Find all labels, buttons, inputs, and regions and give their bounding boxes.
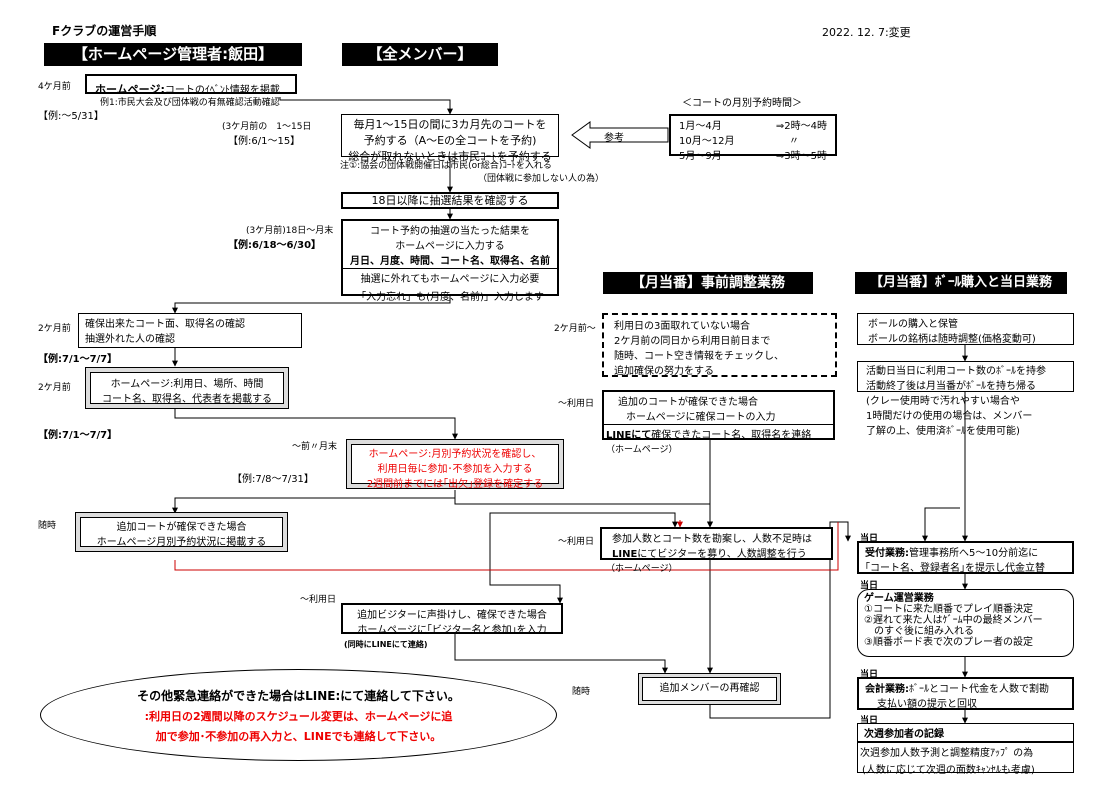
- reception-box: 受付業務:管理事務所へ5～10分前迄に ｢コート名、登録者名｣を提示し代金立替: [857, 541, 1074, 574]
- hp-post-example: 【例:7/1～7/7】: [38, 430, 118, 441]
- reference-title: ＜コートの月別予約時間＞: [682, 98, 802, 109]
- hp-post-timing: 2ケ月前: [38, 383, 71, 393]
- emergency-notice: その他緊急連絡ができた場合はLINE:にて連絡して下さい。 :利用日の2週間以降…: [40, 669, 557, 761]
- hp-input-box: コート予約の抽選の当たった結果を ホームページに入力する 月日、月度、時間、コー…: [341, 219, 559, 303]
- visitor-confirm-note: (同時にLINEにて連絡): [344, 640, 428, 649]
- lottery-box: 18日以降に抽選結果を確認する: [341, 192, 559, 209]
- record-day: 当日: [860, 716, 879, 726]
- extra-post-timing: 随時: [38, 521, 57, 531]
- reference-table: 1月～4月⇒2時～4時 10月～12月〃 5月～9月⇒3時～5時: [669, 114, 837, 162]
- confirm-example: 【例:7/1～7/7】: [38, 354, 118, 365]
- hp-event-box: ホームページ:コートのｲﾍﾞﾝﾄ情報を掲載: [85, 74, 297, 96]
- hp-event-timing: 4ケ月前: [38, 82, 71, 92]
- visitor-timing: ～利用日: [558, 537, 595, 547]
- reserve-timing: (3ケ月前の 1～15日: [222, 122, 312, 132]
- reception-day: 当日: [860, 534, 879, 544]
- extra-post-box: 追加コートが確保できた場合 ホームページ月別予約状況に掲載する: [75, 512, 288, 552]
- extra-court-timing: ～利用日: [558, 399, 595, 409]
- confirm-box: 確保出来たコート面、取得名の確認 抽選外れた人の確認: [78, 313, 302, 348]
- adjust-box: 利用日の3面取れていない場合 2ケ月前の同日から利用日前日まで 随時、コート空き…: [602, 313, 837, 377]
- recheck-box: 追加メンバーの再確認: [638, 673, 781, 705]
- visitor-hp: （ホームページ）: [606, 564, 678, 574]
- hp-post-box: ホームページ:利用日、場所、時間 コート名、取得名、代表者を掲載する: [85, 367, 289, 409]
- hp-input-timing: (3ケ月前)18日～月末: [246, 226, 334, 236]
- attendance-example: 【例:7/8～7/31】: [232, 474, 314, 485]
- adjust-timing: 2ケ月前～: [554, 324, 596, 334]
- account-box: 会計業務:ﾎﾞｰﾙとコート代金を人数で割勘 支払い額の提示と回収: [857, 677, 1074, 710]
- confirm-timing: 2ケ月前: [38, 324, 71, 334]
- header-monthly-ball: 【月当番】ﾎﾞｰﾙ購入と当日業務: [855, 272, 1067, 294]
- reserve-note-2: （団体戦に参加しない人の為）: [478, 174, 605, 184]
- account-day: 当日: [860, 670, 879, 680]
- revision-date: 2022. 12. 7:変更: [822, 26, 911, 39]
- reserve-box: 毎月1～15日の間に3カ月先のコートを 予約する（A～Eの全コートを予約) 総合…: [341, 114, 559, 163]
- page-title: Fクラブの運営手順: [52, 24, 157, 38]
- visitor-confirm-box: 追加ビジターに声掛けし、確保できた場合 ホームページに｢ビジター名と参加｣を入力: [341, 603, 563, 636]
- game-day: 当日: [860, 581, 879, 591]
- reserve-note-1: 注①:協会の団体戦開催日は市民(or総合)ｺｰﾄを入れる: [340, 161, 552, 171]
- header-monthly-adjust: 【月当番】事前調整業務: [603, 272, 813, 294]
- reference-arrow: [571, 121, 669, 149]
- hp-input-example: 【例:6/18～6/30】: [228, 240, 322, 251]
- reference-label: 参考: [604, 133, 624, 144]
- record-box: 次週参加者の記録 次週参加人数予測と調整精度ｱｯﾌﾟ の為 (人数に応じて次週の…: [857, 723, 1074, 776]
- ball-purchase-box: ボールの購入と保管 ボールの銘柄は随時調整(価格変動可): [857, 313, 1074, 345]
- ball-bring-note: (クレー使用時で汚れやすい場合や 1時間だけの使用の場合は、メンバー 了解の上、…: [866, 396, 1033, 437]
- extra-court-hp: （ホームページ）: [606, 445, 678, 455]
- reserve-example: 【例:6/1～15】: [228, 136, 301, 147]
- attendance-box: ホームページ:月別予約状況を確認し、 利用日毎に参加･不参加を入力する 2週間前…: [346, 439, 564, 490]
- visitor-confirm-timing: ～利用日: [300, 595, 337, 605]
- header-all-members: 【全メンバー】: [342, 43, 498, 66]
- extra-court-box: 追加のコートが確保できた場合 ホームページに確保コートの入力 LINEにて確保で…: [602, 390, 835, 441]
- game-box: ゲーム運営業務 ①コートに来た順番でプレイ順番決定 ②遅れて来た人はｹﾞｰﾑ中の…: [857, 589, 1074, 657]
- attendance-timing: ～前〃月末: [292, 442, 338, 452]
- hp-event-note: 例1:市民大会及び団体戦の有無確認活動確認: [100, 98, 280, 108]
- hp-event-example: 【例:～5/31】: [38, 111, 104, 122]
- recheck-timing: 随時: [572, 687, 591, 697]
- visitor-box: 参加人数とコート数を勘案し、人数不足時は LINEにてビジターを募り、人数調整を…: [600, 527, 833, 560]
- ball-bring-box: 活動日当日に利用コート数のﾎﾞｰﾙを持参 活動終了後は月当番がﾎﾞｰﾙを持ち帰る: [857, 361, 1074, 392]
- header-admin: 【ホームページ管理者:飯田】: [44, 43, 302, 66]
